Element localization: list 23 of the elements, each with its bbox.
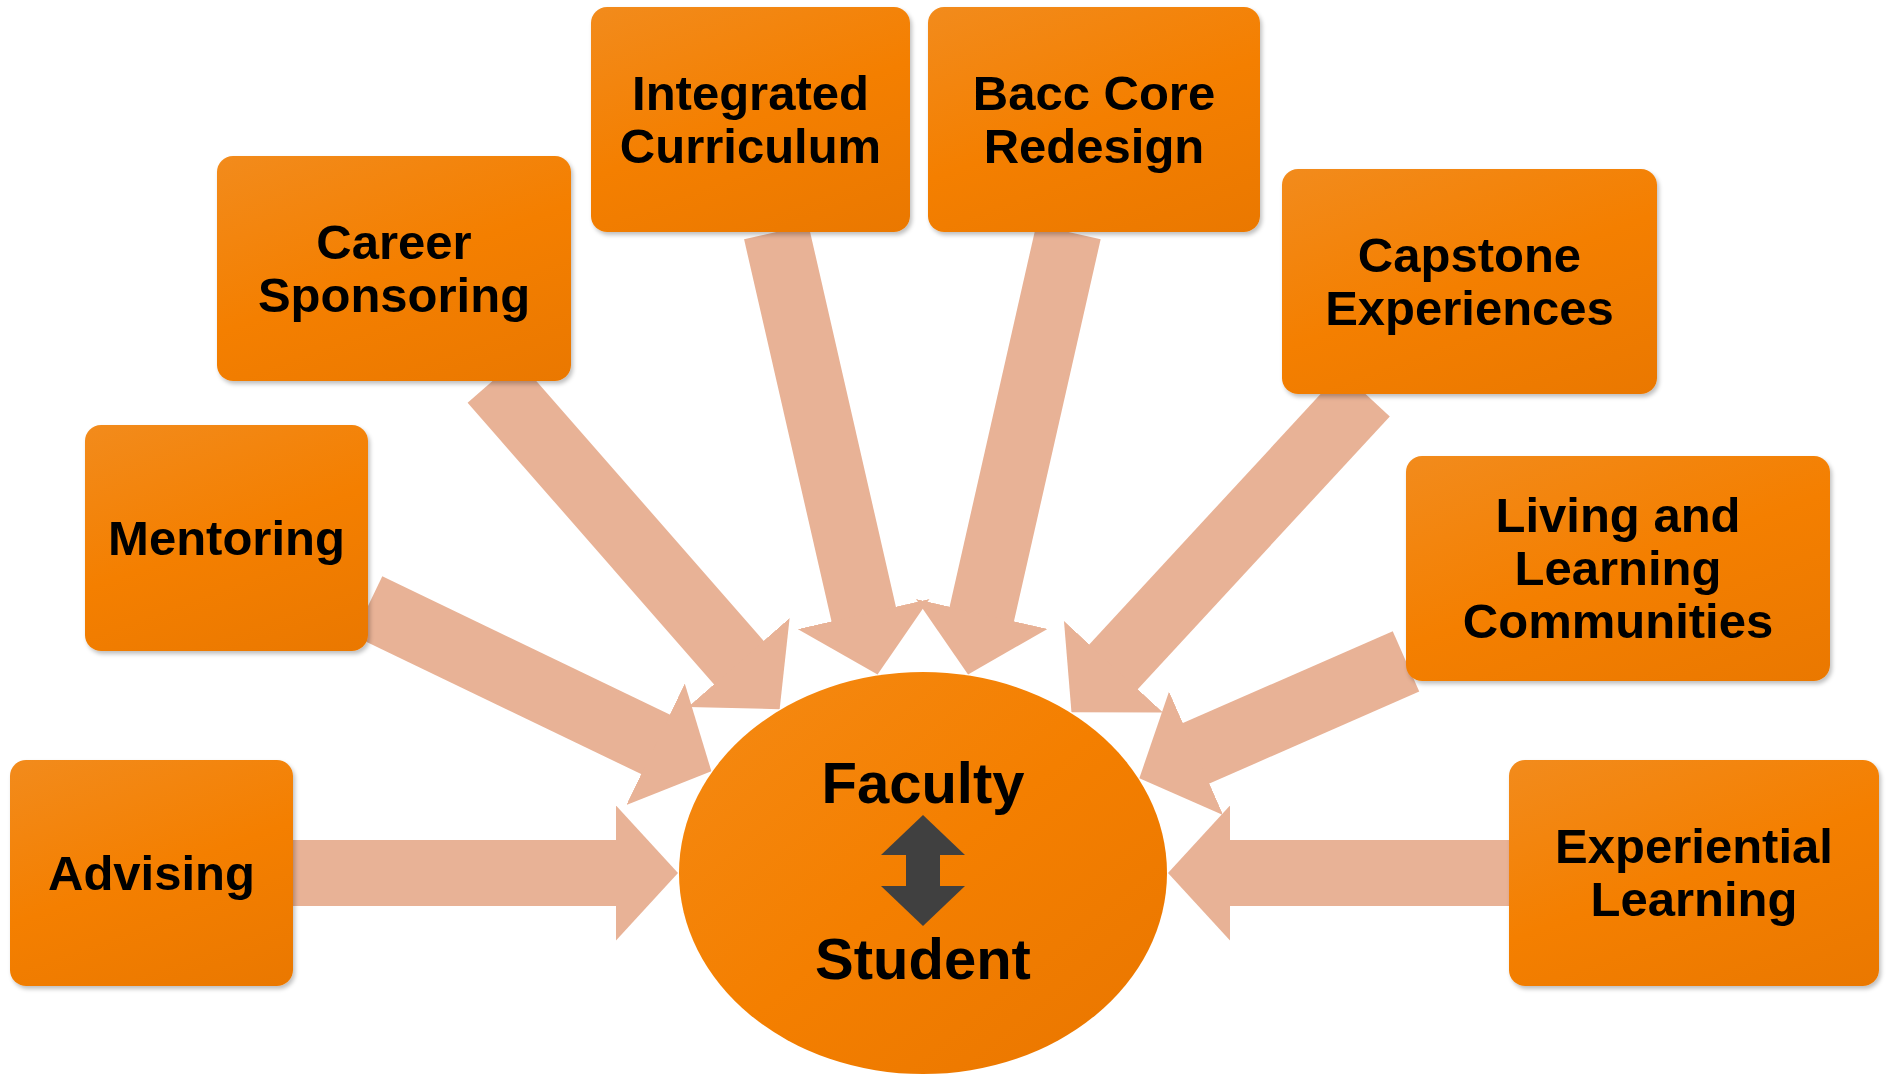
box-label: Integrated Curriculum <box>618 66 883 173</box>
box-label: Mentoring <box>108 511 345 565</box>
block-arrow <box>1139 631 1420 816</box>
box-label: Bacc Core Redesign <box>971 66 1217 173</box>
process-box <box>1282 169 1657 394</box>
block-arrow <box>293 805 678 941</box>
box-label: Living and Learning Communities <box>1461 489 1775 648</box>
node-label: Student <box>815 926 1031 991</box>
double-arrow <box>881 815 965 926</box>
process-box <box>591 7 910 232</box>
process-box <box>217 156 571 381</box>
box-label: Experiential Learning <box>1554 820 1834 926</box>
process-box <box>1406 456 1830 681</box>
node-label: Faculty <box>821 750 1025 815</box>
box-label: Advising <box>48 846 255 900</box>
process-box <box>10 760 293 986</box>
process-box <box>85 425 368 651</box>
process-box <box>928 7 1260 232</box>
block-arrow <box>1168 805 1509 941</box>
process-box <box>1509 760 1879 986</box>
box-label: Capstone Experiences <box>1324 228 1615 335</box>
ellipse-node <box>678 671 1168 1075</box>
box-label: Career Sponsoring <box>256 215 532 322</box>
